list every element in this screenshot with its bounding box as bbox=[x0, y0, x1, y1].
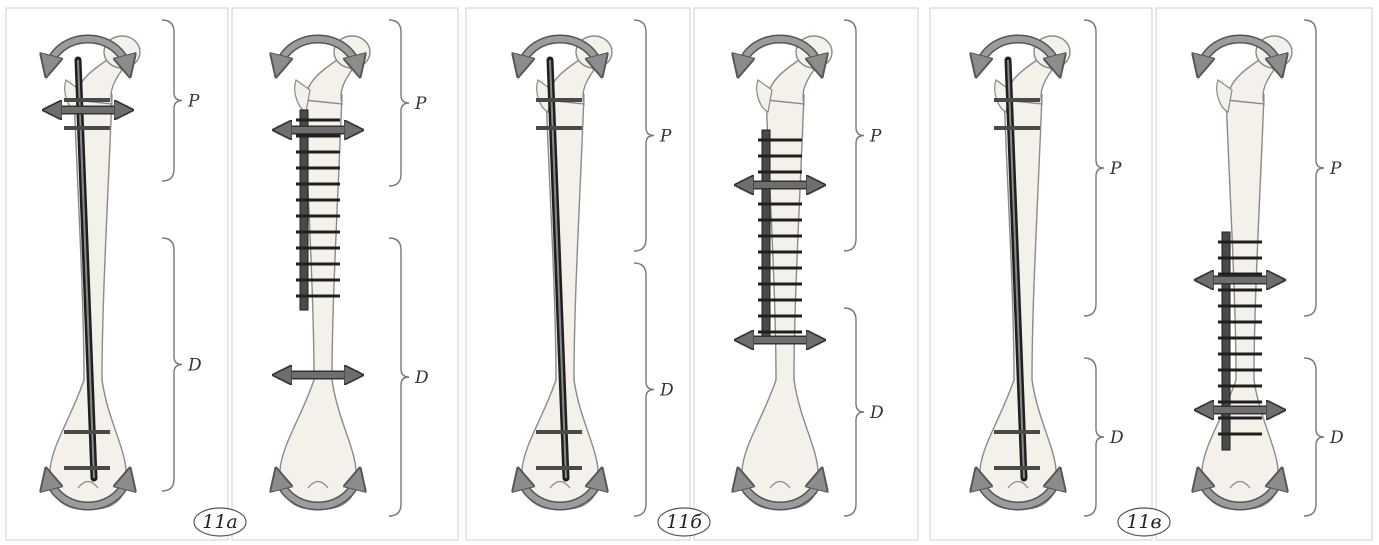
segment-brace bbox=[844, 308, 864, 516]
segment-brace bbox=[844, 20, 864, 251]
panel-1-1: PD bbox=[740, 20, 884, 516]
segment-label-d: D bbox=[187, 356, 202, 376]
panel-0-0: PD bbox=[48, 20, 202, 509]
segment-brace bbox=[1304, 358, 1324, 516]
segment-brace bbox=[634, 263, 654, 516]
segment-brace bbox=[1304, 20, 1324, 316]
segment-label-d: D bbox=[414, 368, 429, 388]
figure-label: 11а bbox=[202, 511, 238, 533]
femur-shaft bbox=[280, 95, 357, 509]
segment-label-d: D bbox=[659, 381, 674, 401]
segment-brace bbox=[389, 20, 409, 186]
segment-brace bbox=[162, 20, 182, 181]
panel-2-1: PD bbox=[1200, 20, 1344, 516]
figure-label: 11в bbox=[1126, 511, 1161, 533]
segment-label-d: D bbox=[1329, 428, 1344, 448]
segment-label-d: D bbox=[1109, 428, 1124, 448]
femur-shaft bbox=[1202, 95, 1279, 509]
segment-label-p: P bbox=[659, 127, 672, 147]
segment-brace bbox=[1084, 358, 1104, 516]
segment-label-p: P bbox=[869, 127, 882, 147]
segment-brace bbox=[389, 238, 409, 516]
panel-2-0: PD bbox=[978, 20, 1124, 516]
segment-brace bbox=[1084, 20, 1104, 316]
segment-label-p: P bbox=[1329, 159, 1342, 179]
figure-label: 11б bbox=[666, 511, 702, 533]
segment-brace bbox=[162, 238, 182, 491]
panel-1-0: PD bbox=[520, 20, 674, 516]
segment-label-p: P bbox=[414, 94, 427, 114]
segment-label-p: P bbox=[187, 92, 200, 112]
panel-0-1: PD bbox=[278, 20, 429, 516]
segment-label-d: D bbox=[869, 403, 884, 423]
segment-label-p: P bbox=[1109, 159, 1122, 179]
segment-brace bbox=[634, 20, 654, 251]
panel-frames bbox=[6, 8, 1372, 540]
